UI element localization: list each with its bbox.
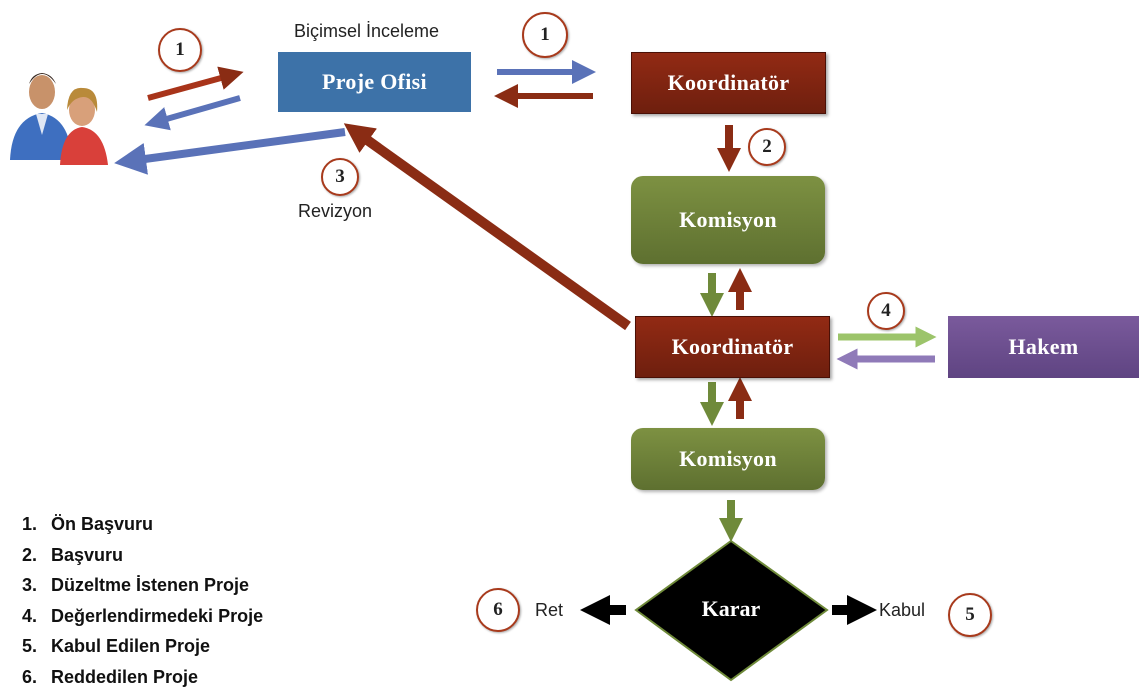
revizyon-label: Revizyon — [298, 201, 372, 222]
bicimsel-label: Biçimsel İnceleme — [294, 21, 439, 42]
arrow-office-to-user-small — [156, 98, 240, 122]
arrow-office-to-user-revizyon — [130, 132, 345, 161]
karar-label: Karar — [668, 596, 794, 622]
legend-item: 4.Değerlendirmedeki Proje — [22, 601, 263, 632]
ret-label: Ret — [535, 600, 563, 621]
legend-item: 6.Reddedilen Proje — [22, 662, 263, 692]
badge-1-left: 1 — [158, 28, 202, 72]
legend: 1.Ön Başvuru 2.Başvuru 3.Düzeltme İstene… — [22, 509, 263, 692]
badge-2: 2 — [748, 128, 786, 166]
badge-3: 3 — [321, 158, 359, 196]
badge-6: 6 — [476, 588, 520, 632]
legend-item: 5.Kabul Edilen Proje — [22, 631, 263, 662]
komisyon-top-node: Komisyon — [631, 176, 825, 264]
legend-item: 1.Ön Başvuru — [22, 509, 263, 540]
badge-4: 4 — [867, 292, 905, 330]
kabul-label: Kabul — [879, 600, 925, 621]
badge-5: 5 — [948, 593, 992, 637]
arrow-user-to-office — [148, 75, 232, 98]
legend-item: 3.Düzeltme İstenen Proje — [22, 570, 263, 601]
koordinator-mid-node: Koordinatör — [635, 316, 830, 378]
koordinator-top-node: Koordinatör — [631, 52, 826, 114]
badge-1-right: 1 — [522, 12, 568, 58]
legend-item: 2.Başvuru — [22, 540, 263, 571]
proje-ofisi-node: Proje Ofisi — [278, 52, 471, 112]
arrow-revision — [356, 132, 628, 326]
users-icon — [10, 73, 108, 165]
hakem-node: Hakem — [948, 316, 1139, 378]
komisyon-bottom-node: Komisyon — [631, 428, 825, 490]
